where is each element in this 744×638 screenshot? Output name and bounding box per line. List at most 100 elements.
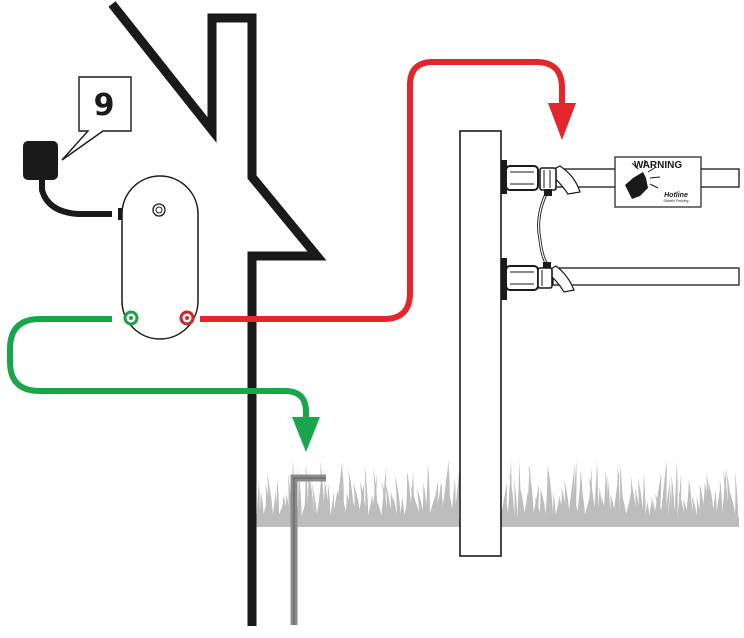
grass-blade xyxy=(642,473,646,519)
upper-fence-line: WARNING Hotline Electric Fencing xyxy=(501,156,740,208)
step-callout-box xyxy=(61,76,132,161)
building-outline xyxy=(108,1,327,626)
grass-blade xyxy=(311,482,318,519)
upper-insulator-base xyxy=(501,160,507,194)
grass-blade xyxy=(576,470,583,519)
earth-lead-arrowhead xyxy=(292,417,320,452)
grass-blade xyxy=(580,489,586,519)
grass-blade xyxy=(513,478,518,519)
grass-blade xyxy=(620,490,627,519)
live-lead xyxy=(200,59,565,322)
grass-blade xyxy=(503,498,509,519)
grass-blade xyxy=(608,495,615,519)
grass-blade xyxy=(523,491,529,519)
grass-blade xyxy=(539,487,547,519)
energiser-body xyxy=(121,175,199,340)
step-number: 9 xyxy=(94,88,115,123)
live-terminal-center xyxy=(185,316,189,320)
electric-shock-hand-icon xyxy=(625,159,661,199)
grass-blade xyxy=(329,491,335,519)
grass-blade xyxy=(648,500,653,519)
jumper-clip-bottom xyxy=(543,262,551,269)
grass-blade xyxy=(728,489,736,519)
live-lead-arrowhead xyxy=(548,103,576,140)
grass-blade xyxy=(453,469,460,519)
grass-blade xyxy=(644,500,650,519)
grass-blade xyxy=(381,480,389,519)
earth-stake-edge xyxy=(293,477,326,625)
grass-blade xyxy=(711,490,717,519)
grass-blade xyxy=(593,460,599,519)
grass-blade xyxy=(509,472,515,519)
grass-blade xyxy=(554,495,561,519)
grass-blade xyxy=(507,459,512,519)
lower-fence-line xyxy=(501,258,740,300)
grass-blade xyxy=(275,477,280,519)
grass-blade xyxy=(374,497,383,519)
grass-blade xyxy=(367,494,374,519)
grass-blade xyxy=(405,469,412,519)
grass-blade xyxy=(416,488,424,519)
grass-blade xyxy=(667,487,672,519)
grass-blade xyxy=(670,474,675,519)
grass-blade xyxy=(256,480,260,519)
grass-blade xyxy=(664,477,671,519)
upper-tape-connector xyxy=(539,167,557,191)
grass-blade xyxy=(399,496,405,519)
grass-blade xyxy=(519,484,525,519)
grass-blade xyxy=(552,491,556,519)
grass-blade xyxy=(528,466,534,519)
earth-terminal-center xyxy=(129,316,133,320)
grass-blade xyxy=(338,469,344,519)
grass-blade xyxy=(538,490,544,519)
grass-blade xyxy=(660,459,667,519)
power-adapter xyxy=(23,141,112,217)
grass-blade xyxy=(673,461,678,519)
grass-blade xyxy=(678,490,685,519)
grass-blade xyxy=(258,490,264,519)
grass-blade xyxy=(691,494,698,519)
grass-blade xyxy=(630,481,637,519)
grass-blade xyxy=(353,482,361,519)
fence-post xyxy=(459,130,502,557)
warning-sign-brand-tagline: Electric Fencing xyxy=(664,199,689,203)
grass-blade xyxy=(308,473,315,519)
lower-tape-connector xyxy=(537,267,553,289)
grass-blade xyxy=(616,464,620,519)
grass-blade xyxy=(392,495,398,519)
grass-blade xyxy=(725,469,733,519)
grass-blade xyxy=(326,482,331,519)
energiser xyxy=(118,175,199,340)
power-adapter-cable xyxy=(39,180,112,217)
grass-blade xyxy=(389,491,396,519)
grass-blade xyxy=(266,473,274,519)
grass-blade xyxy=(394,474,402,519)
earth-lead xyxy=(7,316,309,420)
power-indicator-center xyxy=(155,206,163,214)
grass-blade xyxy=(359,481,367,519)
power-adapter-body xyxy=(23,141,58,180)
energiser-power-socket xyxy=(118,208,123,220)
grass-blade xyxy=(364,463,369,519)
grass-blade xyxy=(421,482,427,519)
lower-fence-tape xyxy=(552,267,740,286)
step-callout: 9 xyxy=(61,76,132,161)
grass-blade xyxy=(564,480,570,519)
grass-blade xyxy=(573,497,579,519)
jumper-lead-core xyxy=(538,189,549,267)
grass-blade xyxy=(322,480,329,519)
grass-blade xyxy=(734,470,739,519)
grass-blade xyxy=(413,497,420,519)
grass-blade xyxy=(723,470,730,519)
grass-blade xyxy=(606,475,611,519)
grass-blade xyxy=(596,486,602,519)
grass-blade xyxy=(304,463,308,519)
grass-blade xyxy=(690,497,694,519)
grass-blade xyxy=(284,493,290,519)
grass-blade xyxy=(718,480,723,519)
grass-blade xyxy=(547,463,554,519)
grass-blade xyxy=(342,499,347,519)
grass-blade xyxy=(637,477,644,519)
grass-blade xyxy=(654,493,663,519)
